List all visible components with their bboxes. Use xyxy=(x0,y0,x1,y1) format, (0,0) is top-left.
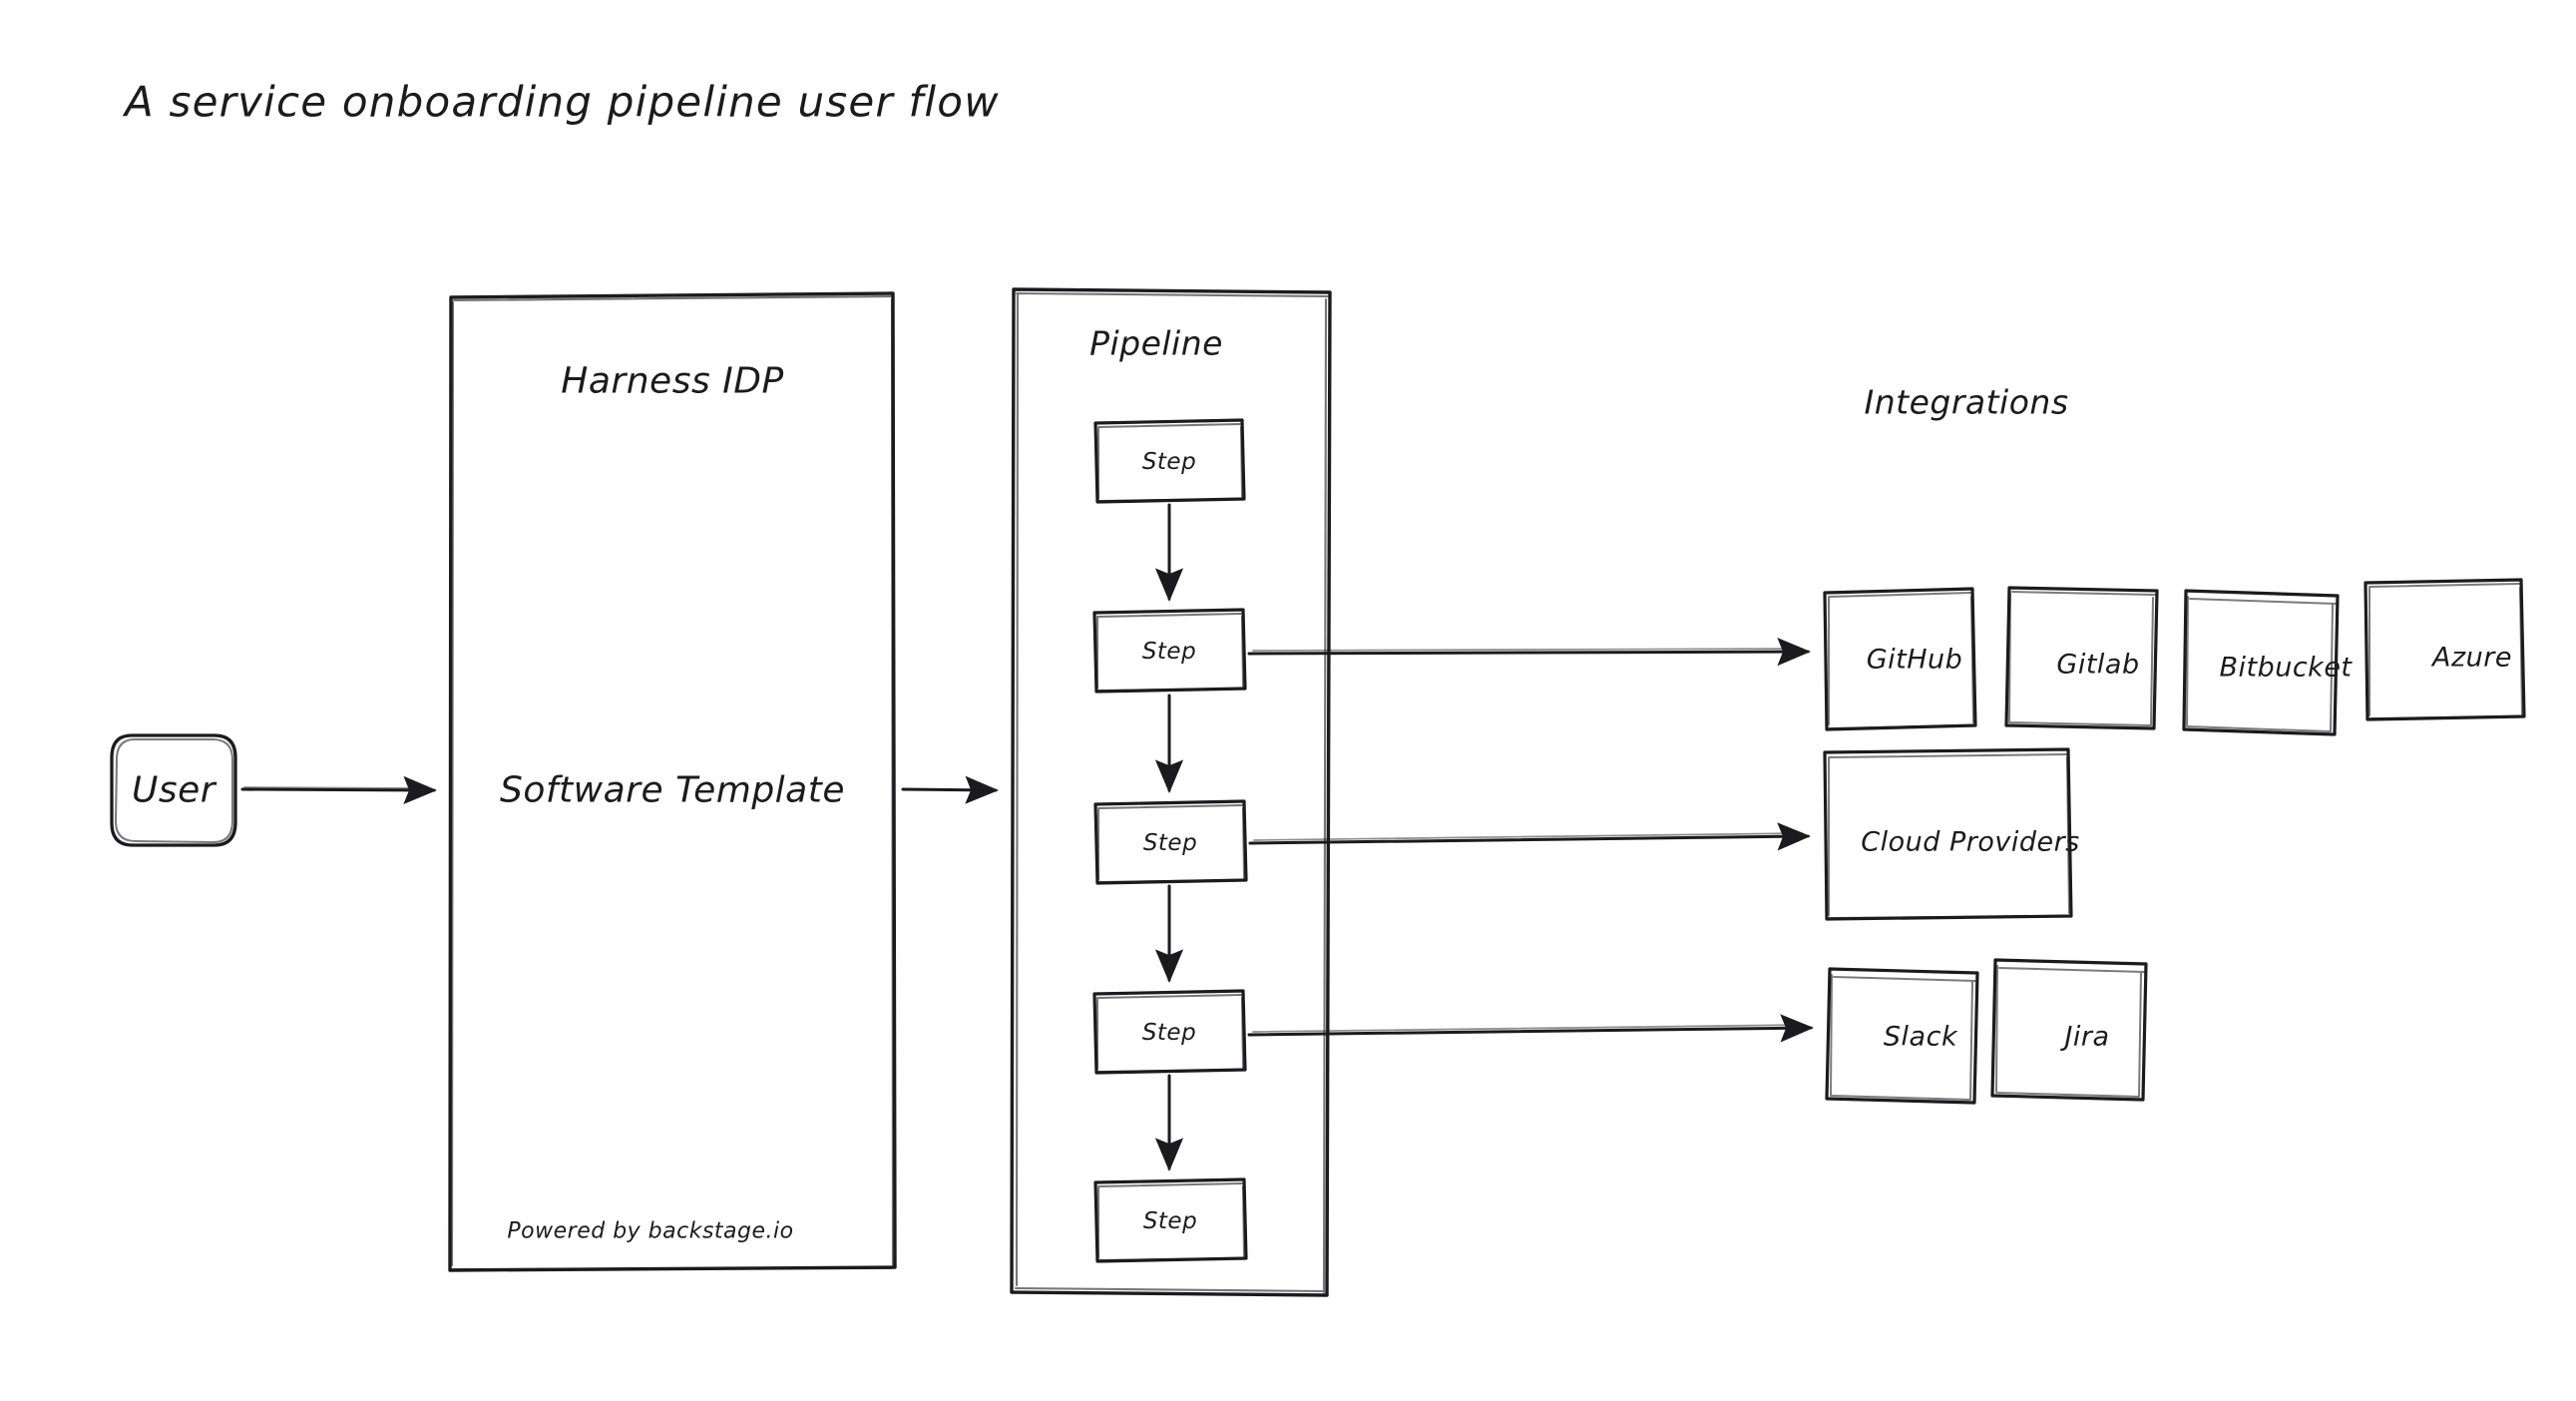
connector-step3-to-cloud-providers xyxy=(1248,822,1811,851)
integration-node-gitlab[interactable] xyxy=(2006,588,2158,729)
integration-box-cloud-providers-outline xyxy=(1823,747,2073,921)
step-node-5[interactable] xyxy=(1094,1179,1247,1262)
integration-box-bitbucket-outline xyxy=(2182,589,2340,736)
user-node[interactable] xyxy=(112,735,237,847)
integration-box-github-outline xyxy=(1823,587,1977,731)
connector-step4-to-slack xyxy=(1247,1014,1814,1043)
step-node-1[interactable] xyxy=(1094,420,1246,503)
step-box-1-outline xyxy=(1093,418,1246,504)
integration-node-cloud-providers[interactable] xyxy=(1825,749,2072,920)
step-box-4-outline xyxy=(1092,989,1247,1075)
step-node-4[interactable] xyxy=(1094,991,1246,1074)
integration-node-azure[interactable] xyxy=(2365,580,2525,720)
step-box-2-outline xyxy=(1092,608,1247,694)
integration-box-slack-outline xyxy=(1825,967,1979,1105)
integration-node-jira[interactable] xyxy=(1992,960,2147,1101)
user-node-outline xyxy=(110,733,237,847)
step-node-2[interactable] xyxy=(1094,610,1246,693)
step-node-3[interactable] xyxy=(1094,801,1247,884)
integration-node-bitbucket[interactable] xyxy=(2184,591,2339,735)
step-box-3-outline xyxy=(1093,799,1248,885)
integration-box-azure-outline xyxy=(2363,578,2526,721)
integration-node-github[interactable] xyxy=(1825,589,1976,730)
integration-box-gitlab-outline xyxy=(2004,586,2159,730)
integration-node-slack[interactable] xyxy=(1827,969,1978,1104)
integration-box-jira-outline xyxy=(1990,958,2148,1102)
connector-idp-to-pipeline xyxy=(901,775,999,804)
harness-idp-container-outline xyxy=(448,291,897,1272)
step-box-5-outline xyxy=(1093,1177,1248,1263)
connector-step2-to-github xyxy=(1247,638,1811,667)
connector-user-to-idp xyxy=(240,775,437,804)
pipeline-container-outline xyxy=(1010,287,1332,1297)
harness-idp-container[interactable] xyxy=(450,293,897,1271)
